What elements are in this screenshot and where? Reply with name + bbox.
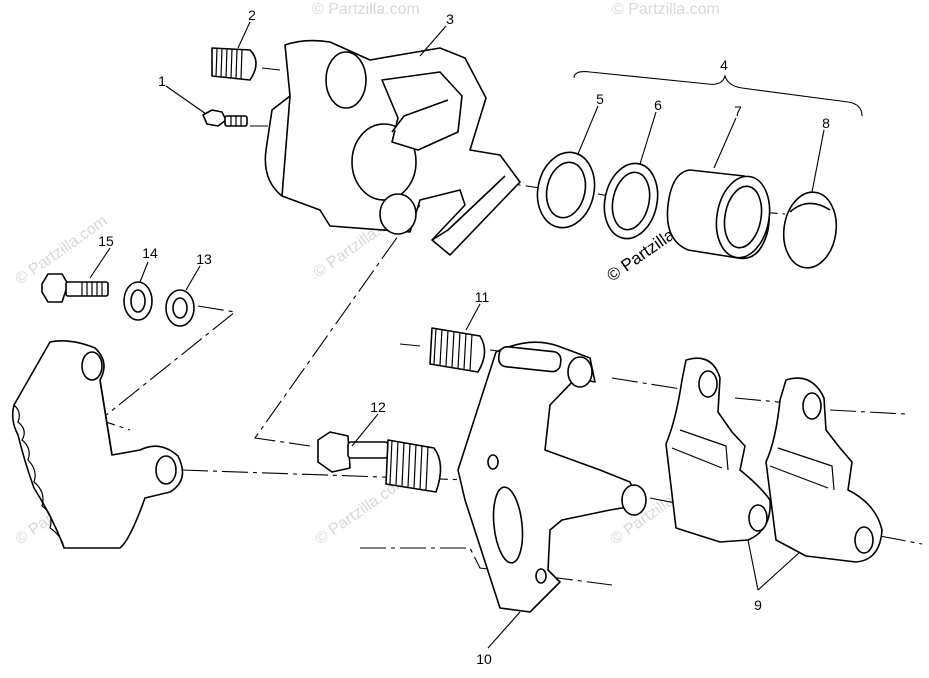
- part-brake-pad-rear: [765, 377, 883, 563]
- callout-13: 13: [196, 251, 212, 267]
- leader-lines: [89, 21, 825, 649]
- callout-2: 2: [248, 7, 256, 23]
- callout-1: 1: [158, 73, 166, 89]
- callout-9: 9: [754, 597, 762, 613]
- part-mounting-arm: [11, 340, 184, 549]
- part-bleeder-screw: [202, 109, 248, 127]
- part-slide-pin-upper: [429, 327, 486, 373]
- part-brake-pad-front: [665, 357, 771, 543]
- part-piston-seal: [536, 151, 596, 229]
- callout-5: 5: [596, 91, 604, 107]
- part-plug: [211, 47, 257, 81]
- part-slide-pin-lower: [317, 431, 442, 493]
- callout-labels: 2 1 3 4 5 6 7 8 15 14 13 11 12 10 9: [98, 7, 830, 667]
- part-dust-seal: [603, 162, 659, 240]
- part-piston-cap: [782, 191, 838, 269]
- callout-7: 7: [734, 103, 742, 119]
- callout-12: 12: [370, 399, 386, 415]
- callout-8: 8: [822, 115, 830, 131]
- callout-15: 15: [98, 233, 114, 249]
- part-piston: [666, 169, 771, 260]
- callout-6: 6: [654, 97, 662, 113]
- part-flat-washer: [165, 289, 195, 327]
- part-caliper-body: [264, 39, 521, 256]
- callout-14: 14: [142, 245, 158, 261]
- callout-4: 4: [720, 57, 728, 73]
- watermark-faint: © Partzilla.com: [612, 1, 720, 18]
- callout-3: 3: [446, 11, 454, 27]
- part-lock-washer: [123, 281, 153, 321]
- group-bracket: [573, 71, 863, 117]
- callout-10: 10: [476, 651, 492, 667]
- watermark-faint: © Partzilla.com: [312, 1, 420, 18]
- part-bolt: [41, 273, 109, 303]
- callout-11: 11: [475, 289, 490, 305]
- part-caliper-bracket: [457, 341, 647, 613]
